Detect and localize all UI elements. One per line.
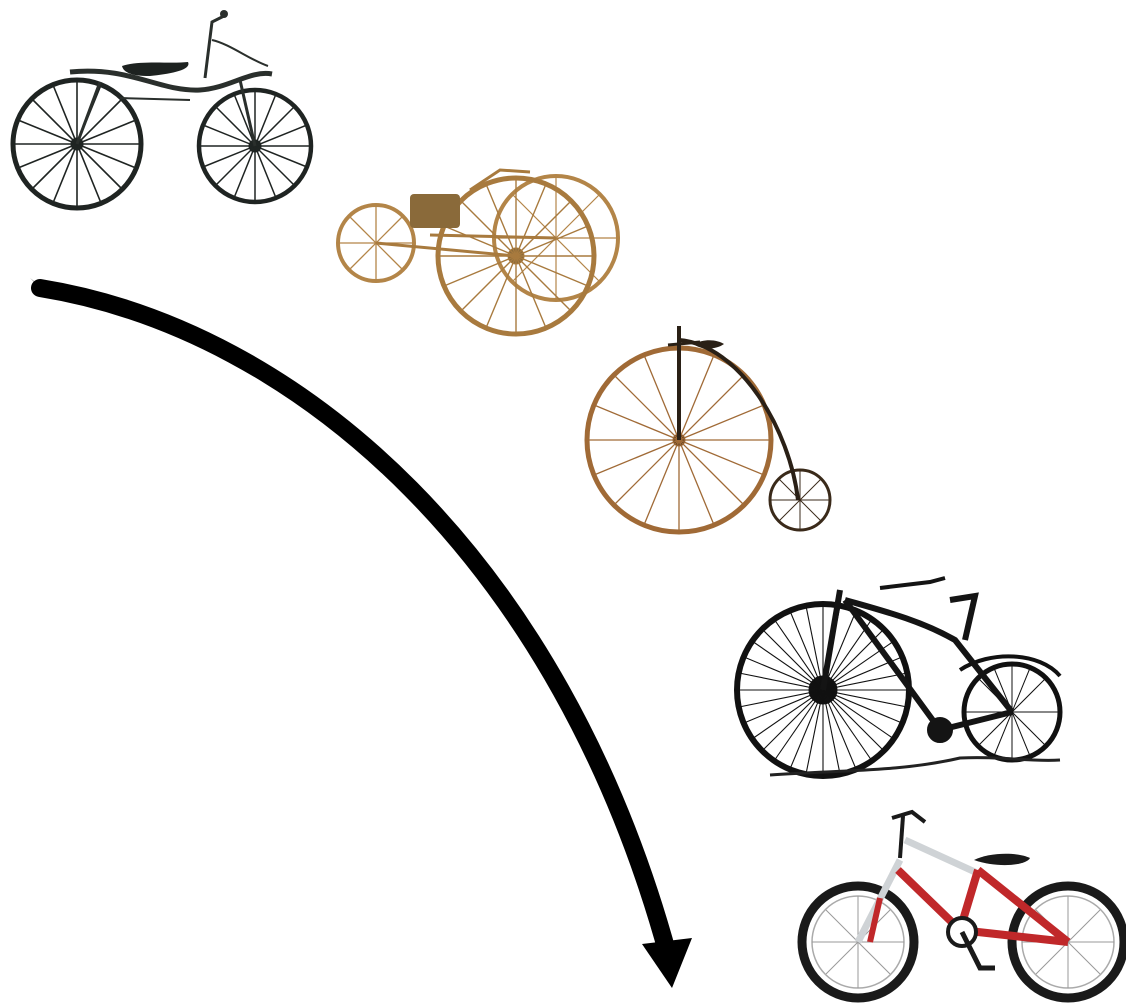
modern-crank-pedal xyxy=(962,932,995,968)
bike-tricycle xyxy=(338,170,618,334)
draisine-handle-knob xyxy=(220,10,228,18)
safety-ground-shadow xyxy=(770,758,1060,775)
penny-small-wheel xyxy=(770,470,830,530)
draisine-frame xyxy=(70,16,272,146)
draisine-saddle xyxy=(122,62,188,76)
tricycle-front-wheel xyxy=(438,178,594,334)
arrow-shaft xyxy=(40,288,668,955)
bike-modern xyxy=(802,812,1124,998)
modern-saddle xyxy=(974,854,1030,865)
tricycle-seat-box xyxy=(410,194,460,228)
modern-handlebar xyxy=(892,812,925,858)
evolution-arrow xyxy=(30,278,692,988)
arrow-head xyxy=(642,938,692,988)
penny-frame xyxy=(668,326,798,500)
bike-safety xyxy=(737,578,1060,776)
bike-draisine xyxy=(13,10,311,208)
bike-penny-farthing xyxy=(587,326,830,532)
